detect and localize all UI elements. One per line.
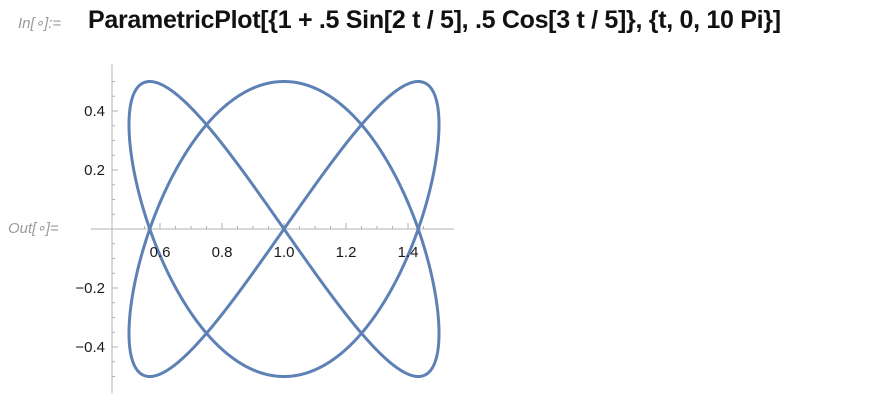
plot-axes [91,64,454,394]
x-tick-label: 1.0 [274,244,295,261]
y-tick-label: −0.2 [75,280,105,297]
x-tick-label: 0.8 [212,244,233,261]
y-tick-label: −0.4 [75,339,105,356]
y-tick-label: 0.4 [84,103,105,120]
x-tick-label: 0.6 [150,244,171,261]
x-tick-label: 1.2 [336,244,357,261]
tick-labels: 0.6 0.8 1.0 1.2 1.4 0.4 0.2 −0.2 −0.4 [75,103,418,356]
input-prompt-label: In[∘]:= [18,15,62,32]
plot-curve-group [127,80,441,378]
y-tick-label: 0.2 [84,162,105,179]
x-tick-label: 1.4 [398,244,419,261]
parametric-curve [127,80,441,378]
output-prompt-label: Out[∘]= [8,220,59,237]
input-expression[interactable]: ParametricPlot[{1 + .5 Sin[2 t / 5], .5 … [88,6,781,34]
